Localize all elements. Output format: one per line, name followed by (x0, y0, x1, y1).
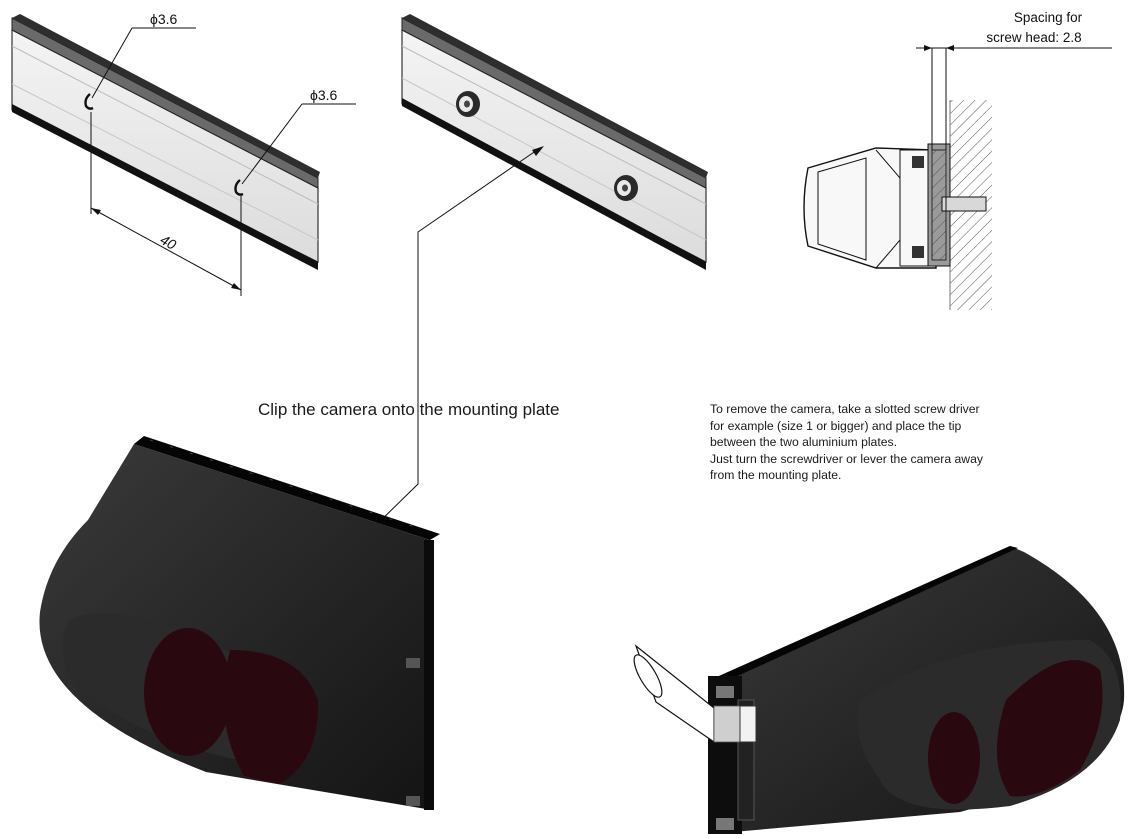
removal-instructions-line: between the two aluminium plates. (710, 435, 897, 449)
removal-instructions: To remove the camera, take a slotted scr… (710, 401, 1138, 484)
lens-left-2 (928, 712, 980, 804)
screw-head-2 (614, 175, 638, 201)
removal-instructions-line: Just turn the screwdriver or lever the c… (710, 451, 983, 466)
mounting-hole-2 (234, 179, 244, 196)
mounting-rail-with-screws (317, 14, 708, 583)
screw-head-1 (456, 91, 480, 117)
spacing-label-line1: Spacing for (1014, 10, 1083, 25)
camera-side-view: Spacing for screw head: 2.8 (803, 10, 1112, 310)
camera-clip-on-view (39, 436, 440, 810)
screwdriver (633, 644, 757, 744)
lens-right (223, 650, 319, 784)
removal-instructions-line: To remove the camera, take a slotted scr… (710, 402, 980, 416)
spacing-label-line2: screw head: 2.8 (986, 30, 1081, 45)
clip-caption: Clip the camera onto the mounting plate (258, 400, 560, 419)
camera-removal-view (633, 546, 1125, 834)
hole-diameter-label-2: ϕ3.6 (310, 87, 338, 103)
mounting-rail-dimensions: ϕ3.6 ϕ3.6 40 (11, 11, 356, 296)
lens-left (144, 628, 232, 756)
lens-right-2 (996, 660, 1103, 797)
removal-instructions-line: from the mounting plate. (710, 468, 842, 482)
hole-spacing-label: 40 (158, 231, 180, 253)
hole-diameter-label-1: ϕ3.6 (150, 11, 178, 27)
removal-instructions-line: for example (size 1 or bigger) and place… (710, 418, 962, 433)
mounting-hole-1 (84, 93, 94, 110)
